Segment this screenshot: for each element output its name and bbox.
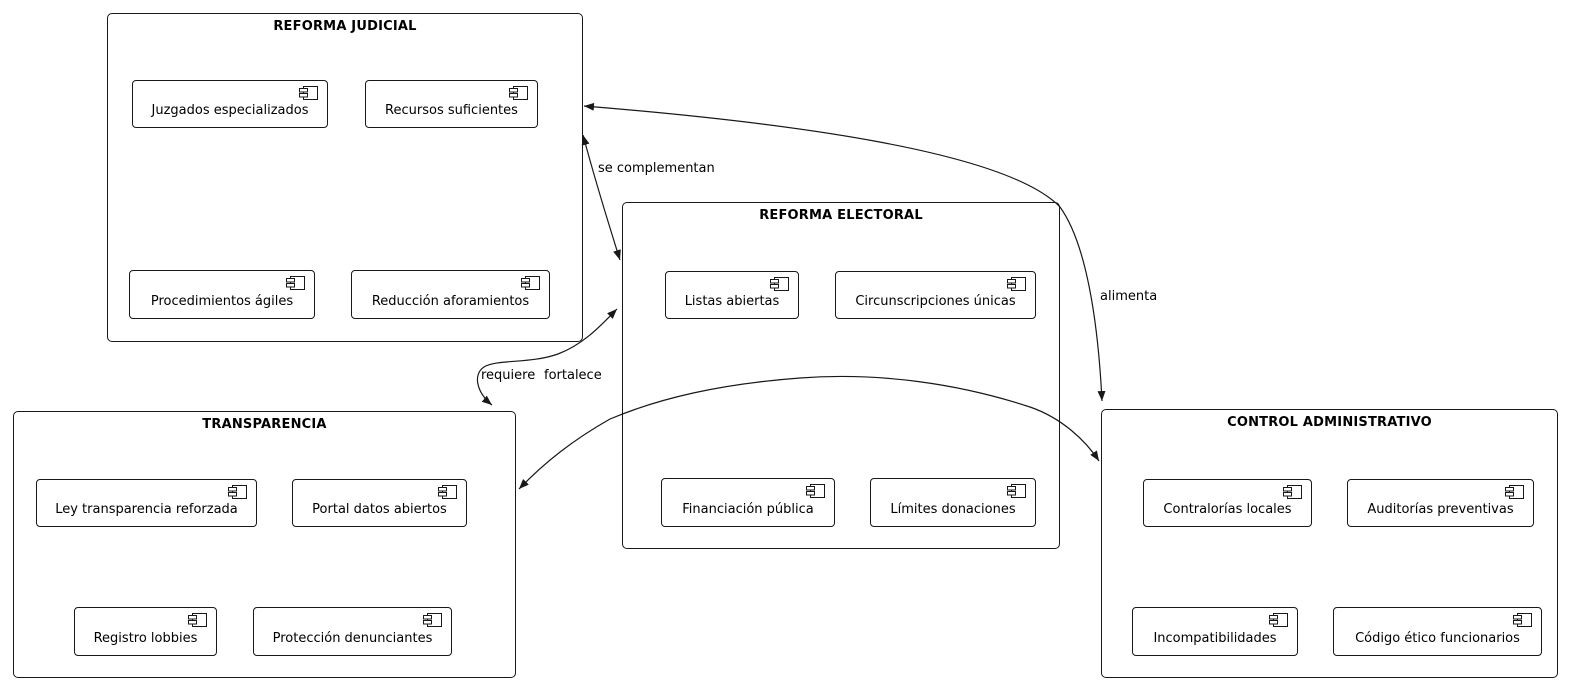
component-icon: [1269, 613, 1288, 627]
component-icon: [1007, 484, 1026, 498]
component-registro-lobbies: Registro lobbies: [74, 607, 217, 656]
component-icon: [806, 484, 825, 498]
component-icon: [1513, 613, 1532, 627]
package-title: CONTROL ADMINISTRATIVO: [1227, 415, 1432, 430]
edge-se-complementan: [581, 134, 621, 261]
edge-label-alimenta: alimenta: [1100, 289, 1158, 304]
component-icon: [770, 277, 789, 291]
component-label: Ley transparencia reforzada: [55, 502, 238, 517]
component-icon: [286, 276, 305, 290]
component-auditorias-preventivas: Auditorías preventivas: [1347, 479, 1534, 527]
component-icon: [188, 613, 207, 627]
package-title: REFORMA JUDICIAL: [273, 19, 417, 34]
component-label: Recursos suficientes: [385, 103, 518, 118]
component-label: Procedimientos ágiles: [150, 294, 294, 309]
component-icon: [1505, 485, 1524, 499]
component-label: Incompatibilidades: [1153, 631, 1277, 646]
component-incompatibilidades: Incompatibilidades: [1132, 607, 1298, 656]
component-label: Protección denunciantes: [272, 631, 433, 646]
component-icon: [299, 86, 318, 100]
component-label: Circunscripciones únicas: [855, 294, 1016, 309]
component-listas-abiertas: Listas abiertas: [665, 271, 799, 319]
component-contralorias-locales: Contralorías locales: [1143, 479, 1312, 527]
edge-label-fortalece: fortalece: [544, 368, 602, 383]
component-icon: [438, 485, 457, 499]
component-label: Contralorías locales: [1163, 502, 1292, 517]
component-recursos-suficientes: Recursos suficientes: [365, 80, 538, 128]
component-label: Reducción aforamientos: [371, 294, 530, 309]
component-icon: [1007, 277, 1026, 291]
component-label: Límites donaciones: [890, 502, 1016, 517]
component-label: Registro lobbies: [93, 631, 198, 646]
component-circunscripciones-unicas: Circunscripciones únicas: [835, 271, 1036, 319]
package-transparencia: TRANSPARENCIA Ley transparencia reforzad…: [13, 411, 516, 678]
component-icon: [509, 86, 528, 100]
component-label: Portal datos abiertos: [312, 502, 447, 517]
component-icon: [423, 613, 442, 627]
component-icon: [521, 276, 540, 290]
edge-label-requiere: requiere: [481, 368, 536, 383]
package-title: REFORMA ELECTORAL: [759, 208, 923, 223]
component-portal-datos-abiertos: Portal datos abiertos: [292, 479, 467, 527]
component-limites-donaciones: Límites donaciones: [870, 478, 1036, 527]
component-icon: [228, 485, 247, 499]
package-control-administrativo: CONTROL ADMINISTRATIVO Contralorías loca…: [1101, 409, 1558, 678]
package-reforma-electoral: REFORMA ELECTORAL Listas abiertas Circun…: [622, 202, 1060, 549]
package-title: TRANSPARENCIA: [202, 417, 327, 432]
component-reduccion-aforamientos: Reducción aforamientos: [351, 270, 550, 319]
component-procedimientos-agiles: Procedimientos ágiles: [129, 270, 315, 319]
package-reforma-judicial: REFORMA JUDICIAL Juzgados especializados…: [107, 13, 583, 342]
component-ley-transparencia-reforzada: Ley transparencia reforzada: [36, 479, 257, 527]
component-financiacion-publica: Financiación pública: [661, 478, 835, 527]
component-label: Auditorías preventivas: [1367, 502, 1514, 517]
component-label: Juzgados especializados: [151, 103, 309, 118]
component-proteccion-denunciantes: Protección denunciantes: [253, 607, 452, 656]
component-label: Financiación pública: [682, 502, 814, 517]
component-juzgados-especializados: Juzgados especializados: [132, 80, 328, 128]
edge-label-se-complementan: se complementan: [598, 161, 715, 176]
component-label: Listas abiertas: [684, 294, 780, 309]
component-icon: [1283, 485, 1302, 499]
component-codigo-etico-funcionarios: Código ético funcionarios: [1333, 607, 1542, 656]
component-label: Código ético funcionarios: [1355, 631, 1520, 646]
